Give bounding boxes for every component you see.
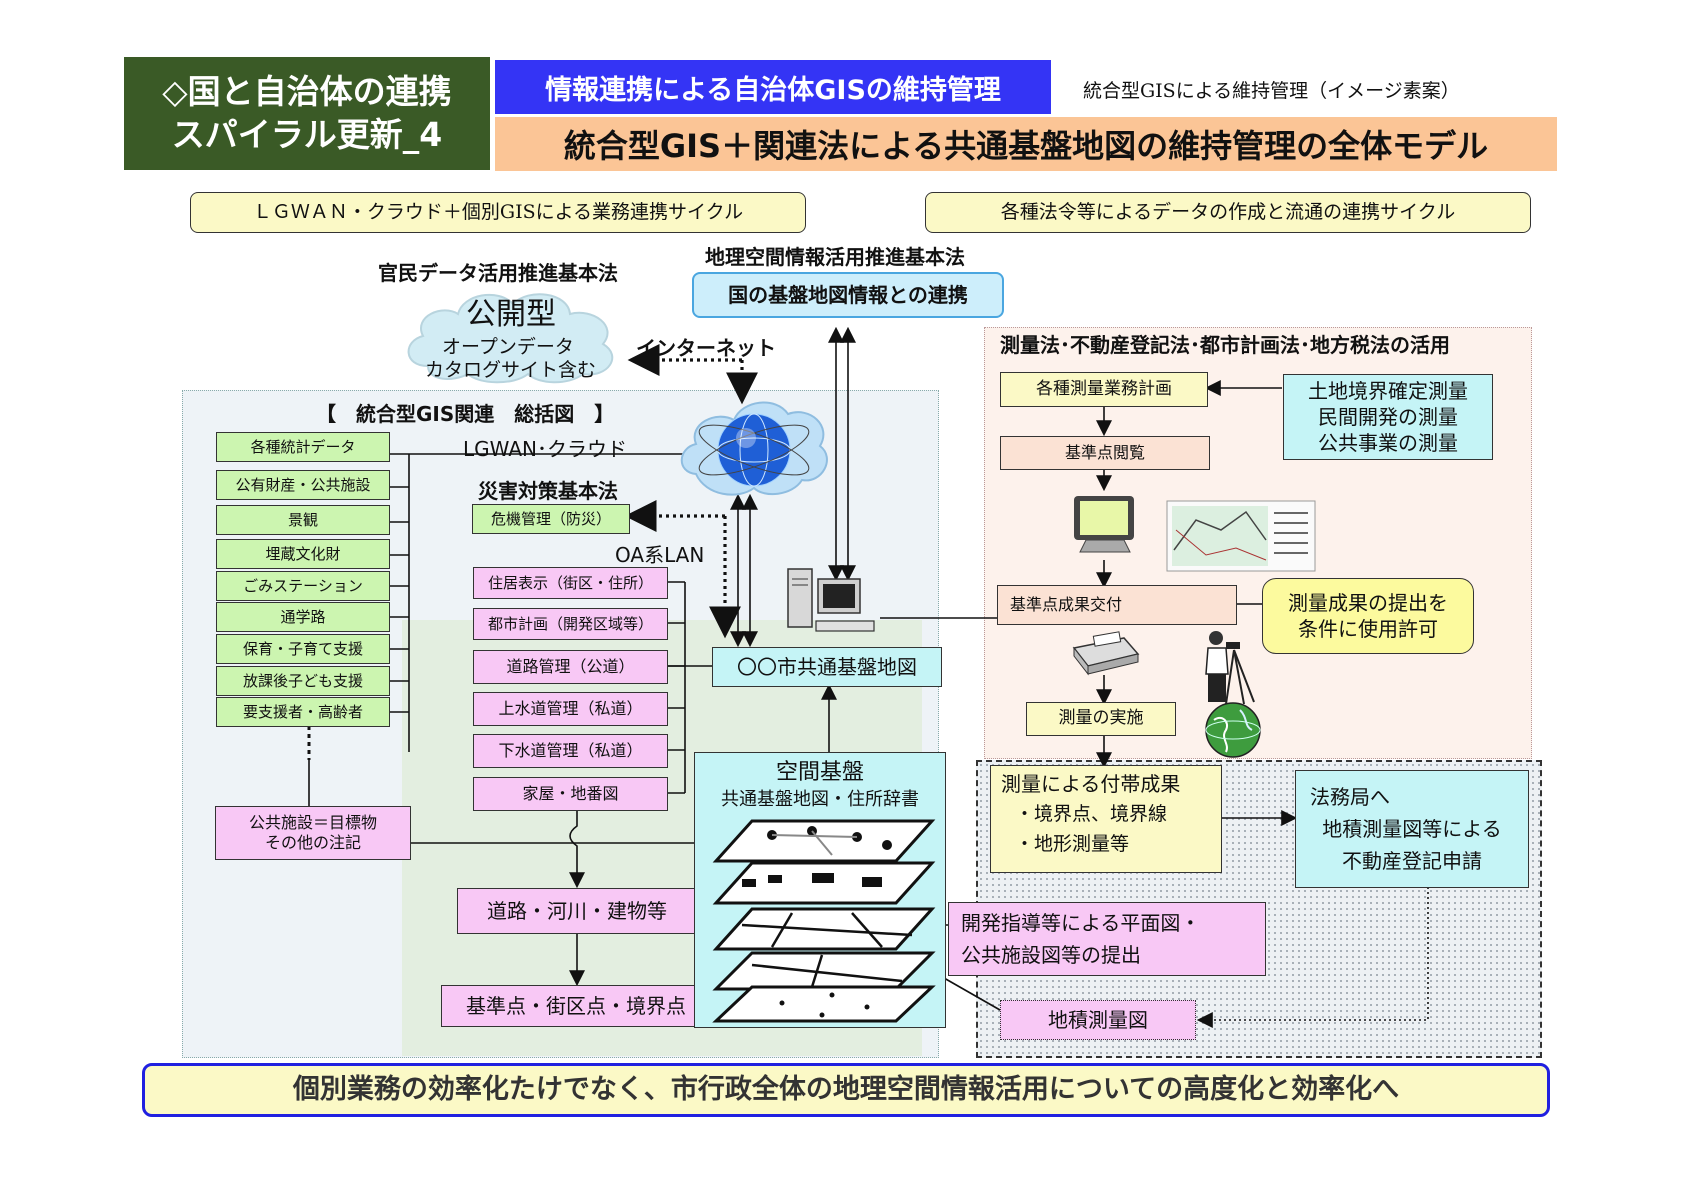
cadastral-map-box: 地積測量図: [1000, 1000, 1196, 1040]
left-item: 埋蔵文化財: [216, 539, 390, 569]
crisis-box: 危機管理（防災）: [472, 504, 630, 534]
left-item: 通学路: [216, 602, 390, 632]
cloud-title: 公開型: [466, 297, 556, 332]
cycle-right: 各種法令等によるデータの作成と流通の連携サイクル: [925, 192, 1531, 233]
mid-item: 下水道管理（私道）: [473, 734, 668, 768]
cloud-icon: [407, 293, 614, 384]
survey-execute-box: 測量の実施: [1026, 702, 1176, 736]
survey-type: 民間開発の測量: [1318, 405, 1458, 429]
cloud-line-2: カタログサイト含む: [425, 359, 597, 381]
mid-item: 道路管理（公道）: [473, 650, 668, 684]
surveyor-icon: [1205, 631, 1255, 705]
legal-line: 不動産登記申請: [1342, 849, 1482, 873]
corner-title-line-1: ◇国と自治体の連携: [162, 71, 452, 111]
orange-banner: 統合型GIS＋関連法による共通基盤地図の維持管理の全体モデル: [495, 117, 1557, 171]
computer-icon: [787, 568, 875, 632]
facility-note-line-1: 公共施設＝目標物: [248, 813, 377, 832]
law-public-private: 官民データ活用推進基本法: [378, 261, 618, 285]
spatial-subtitle: 共通基盤地図・住所辞書: [721, 788, 919, 810]
left-item: 要支援者・高齢者: [216, 697, 390, 727]
mid-item: 住居表示（街区・住所）: [473, 567, 668, 599]
legal-box: 法務局へ 地積測量図等による 不動産登記申請: [1295, 770, 1529, 888]
lgwan-label: LGWAN･クラウド: [463, 437, 627, 461]
map-layers-icon: [712, 819, 936, 1023]
national-link-box: 国の基盤地図情報との連携: [692, 272, 1004, 318]
header-note: 統合型GISによる維持管理（イメージ素案）: [1083, 80, 1460, 102]
survey-plan-box: 各種測量業務計画: [1000, 372, 1208, 407]
left-item: 公有財産・公共施設: [216, 470, 390, 500]
survey-types-box: 土地境界確定測量 民間開発の測量 公共事業の測量: [1283, 374, 1493, 460]
summary-title: 【 統合型GIS関連 総括図 】: [316, 402, 615, 426]
internet-label: インターネット: [636, 336, 776, 360]
globe-network-icon: [680, 401, 828, 496]
survey-type: 公共事業の測量: [1318, 431, 1458, 455]
dev-submission-box: 開発指導等による平面図・ 公共施設図等の提出: [948, 902, 1266, 976]
results-box: 測量による付帯成果 ・境界点、境界線 ・地形測量等: [990, 765, 1222, 873]
dev-line-1: 開発指導等による平面図・: [961, 911, 1201, 935]
left-item: 放課後子ども支援: [216, 666, 390, 696]
left-item: 保育・子育て支援: [216, 634, 390, 664]
blue-banner: 情報連携による自治体GISの維持管理: [495, 60, 1051, 114]
left-item: ごみステーション: [216, 571, 390, 601]
oa-lan-label: OA系LAN: [615, 543, 705, 567]
monitor-icon: [1074, 496, 1134, 553]
cycle-left: ＬＧＷＡＮ・クラウド＋個別GISによる業務連携サイクル: [190, 192, 806, 233]
left-item: 各種統計データ: [216, 432, 390, 462]
printer-icon: [1072, 631, 1140, 676]
results-title: 測量による付帯成果: [1001, 772, 1181, 796]
bottom-banner: 個別業務の効率化たけでなく、市行政全体の地理空間情報活用についての高度化と効率化…: [142, 1063, 1550, 1117]
points-box: 基準点・街区点・境界点: [441, 985, 711, 1027]
mid-item: 都市計画（開発区域等）: [473, 608, 668, 640]
law-survey: 測量法･不動産登記法･都市計画法･地方税法の活用: [1000, 333, 1450, 357]
law-disaster: 災害対策基本法: [478, 479, 618, 503]
common-map-box: 〇〇市共通基盤地図: [712, 647, 942, 687]
roads-box: 道路・河川・建物等: [457, 888, 697, 934]
legal-line: 地積測量図等による: [1322, 817, 1502, 841]
mid-item: 家屋・地番図: [473, 777, 668, 811]
callout-line-1: 測量成果の提出を: [1288, 591, 1448, 615]
law-geospatial: 地理空間情報活用推進基本法: [705, 245, 965, 269]
results-item: ・境界点、境界線: [1015, 803, 1168, 825]
earth-globe-icon: [1205, 702, 1261, 758]
mid-item: 上水道管理（私道）: [473, 692, 668, 726]
map-thumbnail-icon: [1166, 500, 1316, 572]
callout-line-2: 条件に使用許可: [1298, 617, 1438, 641]
corner-title-line-2: スパイラル更新_4: [171, 114, 443, 154]
left-item: 景観: [216, 505, 390, 535]
legal-title: 法務局へ: [1310, 785, 1390, 809]
callout-box: 測量成果の提出を 条件に使用許可: [1262, 578, 1474, 654]
survey-view-box: 基準点閲覧: [1000, 436, 1210, 470]
corner-title-block: ◇国と自治体の連携 スパイラル更新_4: [124, 57, 490, 170]
facility-note-box: 公共施設＝目標物 その他の注記: [215, 806, 411, 860]
spatial-title: 空間基盤: [775, 760, 864, 785]
facility-note-line-2: その他の注記: [264, 833, 361, 852]
survey-issue-box: 基準点成果交付: [997, 585, 1237, 625]
cloud-line-1: オープンデータ: [442, 336, 574, 358]
survey-type: 土地境界確定測量: [1308, 379, 1468, 403]
results-item: ・地形測量等: [1015, 832, 1130, 855]
dev-line-2: 公共施設図等の提出: [961, 943, 1141, 967]
